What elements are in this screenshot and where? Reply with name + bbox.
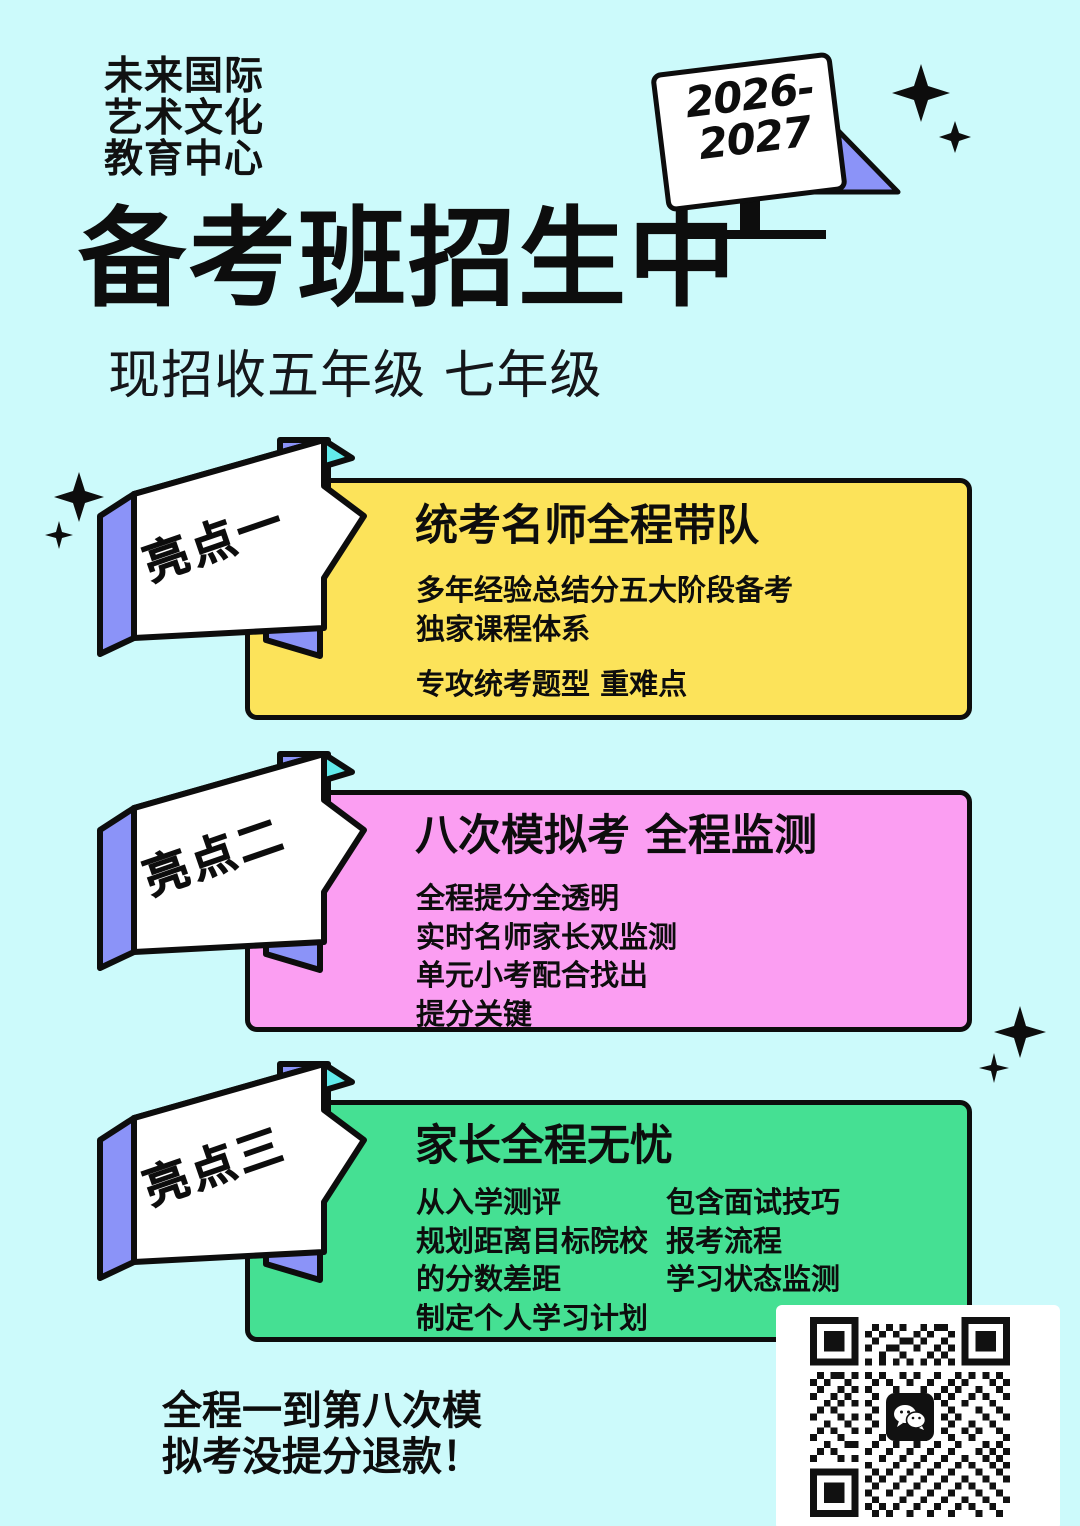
- card-2-line-4: 提分关键: [416, 996, 533, 1031]
- card-1-line-1: 多年经验总结分五大阶段备考: [416, 573, 794, 607]
- guarantee-note-line-1: 全程一到第八次模: [162, 1388, 482, 1434]
- card-3-right-line-3: 学习状态监测: [666, 1262, 841, 1297]
- year-badge-stem: [740, 200, 760, 234]
- wechat-qr-code[interactable]: [776, 1305, 1060, 1526]
- card-1-line-2: 独家课程体系: [416, 611, 591, 646]
- brand-logo-line-1: 未来国际: [104, 54, 265, 99]
- card-3-right-line-2: 报考流程: [666, 1223, 783, 1258]
- sparkle-icon: [54, 472, 104, 522]
- card-2-line-2: 实时名师家长双监测: [416, 919, 678, 954]
- sparkle-icon: [994, 1006, 1046, 1058]
- highlight-badge-2: 亮点二: [97, 751, 398, 982]
- highlight-card-3-col-left: 从入学测评 规划距离目标院校 的分数差距 制定个人学习计划: [416, 1183, 666, 1337]
- card-3-left-line-4: 制定个人学习计划: [416, 1300, 649, 1335]
- guarantee-note-line-2: 拟考没提分退款！: [162, 1434, 482, 1480]
- highlight-card-3-heading: 家长全程无忧: [415, 1121, 673, 1171]
- highlight-badge-1: 亮点一: [97, 437, 398, 668]
- highlight-card-2: 八次模拟考 全程监测 全程提分全透明 实时名师家长双监测 单元小考配合找出 提分…: [245, 790, 972, 1032]
- highlight-card-1: 统考名师全程带队 多年经验总结分五大阶段备考 独家课程体系 专攻统考题型 重难点: [245, 478, 972, 720]
- year-badge: 2026- 2027: [650, 51, 940, 242]
- highlight-card-2-heading: 八次模拟考 全程监测: [415, 811, 817, 861]
- arrow-badge-icon: [97, 437, 367, 659]
- highlight-card-3-columns: 从入学测评 规划距离目标院校 的分数差距 制定个人学习计划 包含面试技巧 报考流…: [416, 1183, 840, 1337]
- card-3-right-line-1: 包含面试技巧: [666, 1185, 841, 1219]
- page-subtitle: 现招收五年级 七年级: [108, 346, 603, 406]
- card-1-line-3: 专攻统考题型 重难点: [416, 667, 688, 701]
- qr-matrix: [810, 1317, 1010, 1517]
- brand-logo: 未来国际 艺术文化 教育中心: [104, 56, 264, 181]
- wechat-bubbles-icon: [894, 1405, 927, 1430]
- highlight-card-1-body-a: 多年经验总结分五大阶段备考 独家课程体系: [416, 571, 793, 648]
- card-3-left-line-1: 从入学测评: [416, 1185, 562, 1219]
- highlight-card-3-col-right: 包含面试技巧 报考流程 学习状态监测: [666, 1183, 840, 1337]
- sparkle-icon: [892, 64, 950, 122]
- sparkle-icon-small: [45, 521, 73, 549]
- brand-logo-line-3: 教育中心: [104, 137, 265, 183]
- highlight-card-1-heading: 统考名师全程带队: [415, 501, 759, 551]
- card-3-left-line-2: 规划距离目标院校: [416, 1223, 649, 1258]
- sparkle-icon-small: [939, 121, 971, 153]
- card-3-left-line-3: 的分数差距: [416, 1262, 562, 1297]
- arrow-badge-icon: [97, 1061, 367, 1283]
- card-2-line-1: 全程提分全透明: [416, 881, 620, 915]
- highlight-card-1-body-b: 专攻统考题型 重难点: [416, 665, 687, 704]
- year-badge-base: [678, 230, 826, 239]
- highlight-badge-3: 亮点三: [97, 1061, 398, 1292]
- highlight-card-2-body: 全程提分全透明 实时名师家长双监测 单元小考配合找出 提分关键: [416, 879, 677, 1033]
- year-badge-card: 2026- 2027: [650, 51, 848, 213]
- guarantee-note: 全程一到第八次模 拟考没提分退款！: [162, 1388, 482, 1480]
- qr-matrix-svg: [810, 1317, 1010, 1517]
- page-title: 备考班招生中: [78, 197, 739, 322]
- sparkle-icon-small: [979, 1053, 1009, 1083]
- wechat-logo-icon: [886, 1393, 934, 1441]
- arrow-badge-icon: [97, 751, 367, 973]
- brand-logo-line-2: 艺术文化: [104, 95, 265, 141]
- card-2-line-3: 单元小考配合找出: [416, 958, 649, 993]
